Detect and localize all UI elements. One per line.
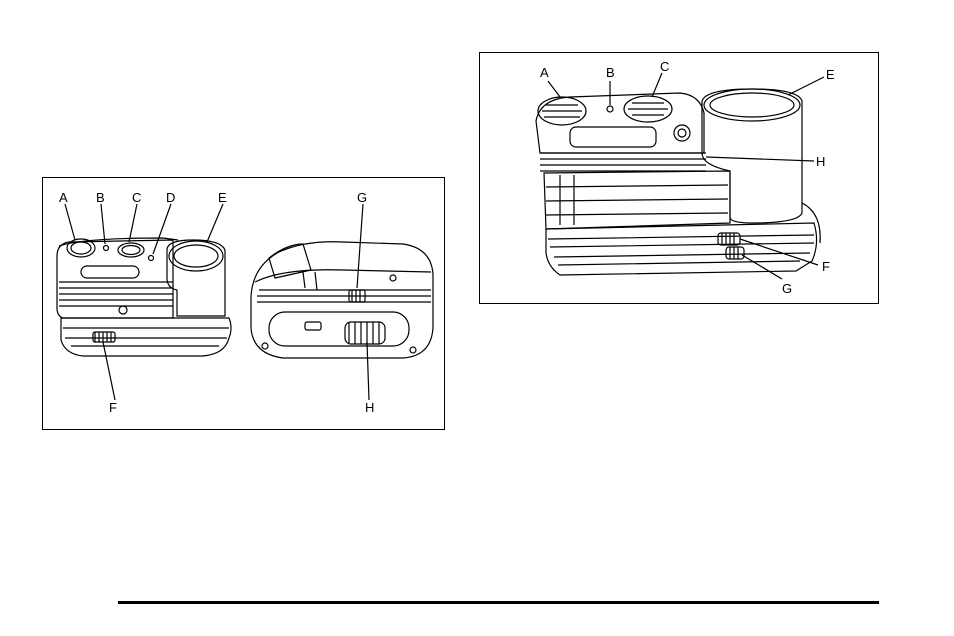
label-b: B xyxy=(606,65,615,80)
label-g: G xyxy=(357,190,367,205)
hose-f xyxy=(93,332,115,342)
label-e: E xyxy=(826,67,835,82)
back-canister xyxy=(269,244,311,278)
indicator-b xyxy=(104,246,109,251)
footer-rule xyxy=(118,601,879,604)
compressor-base xyxy=(61,318,231,356)
label-c: C xyxy=(132,190,141,205)
figure-right: A B C E H F G xyxy=(479,52,879,304)
compressor-base xyxy=(546,223,817,275)
label-g: G xyxy=(782,281,792,296)
figure-left-drawing: A B C D E G F H xyxy=(43,178,446,431)
label-d: D xyxy=(166,190,175,205)
label-b: B xyxy=(96,190,105,205)
sealant-canister xyxy=(702,89,802,223)
label-c: C xyxy=(660,59,669,74)
label-f: F xyxy=(822,259,830,274)
label-a: A xyxy=(540,65,549,80)
hose-f xyxy=(718,233,740,245)
indicator-d xyxy=(149,256,154,261)
hose-g xyxy=(726,247,744,259)
label-a: A xyxy=(59,190,68,205)
display-window xyxy=(570,127,656,147)
compressor-top xyxy=(536,93,704,153)
display-window xyxy=(81,266,139,278)
label-f: F xyxy=(109,400,117,415)
back-panel xyxy=(269,312,409,346)
canister-top xyxy=(704,89,800,121)
indicator-b xyxy=(607,106,613,112)
label-e: E xyxy=(218,190,227,205)
label-h: H xyxy=(365,400,374,415)
figure-left: A B C D E G F H xyxy=(42,177,445,430)
label-h: H xyxy=(816,154,825,169)
figure-right-drawing: A B C E H F G xyxy=(480,53,880,305)
